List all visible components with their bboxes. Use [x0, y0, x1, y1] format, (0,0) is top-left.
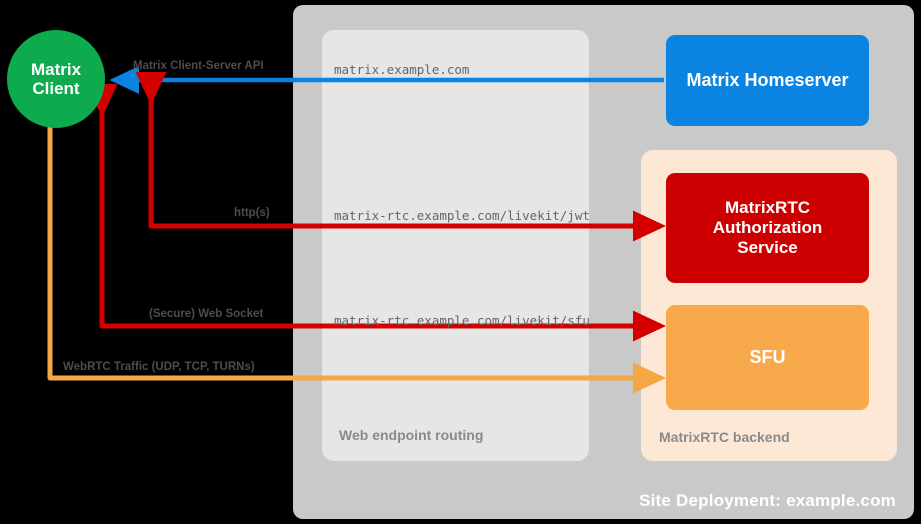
matrix-homeserver-label: Matrix Homeserver — [686, 69, 849, 90]
auth-label-line3: Service — [737, 238, 798, 258]
matrixrtc-backend-label: MatrixRTC backend — [659, 429, 790, 445]
label-secure-websocket: (Secure) Web Socket — [149, 308, 264, 320]
label-webrtc-traffic: WebRTC Traffic (UDP, TCP, TURNs) — [63, 361, 255, 373]
node-matrix-client[interactable]: Matrix Client — [7, 30, 105, 128]
node-sfu[interactable]: SFU — [666, 305, 869, 410]
endpoint-sfu-url: matrix-rtc.example.com/livekit/sfu — [334, 313, 590, 328]
label-https: http(s) — [234, 207, 270, 219]
web-endpoint-routing-container: Web endpoint routing — [322, 30, 589, 461]
web-endpoint-routing-label: Web endpoint routing — [339, 427, 484, 443]
auth-label-line2: Authorization — [712, 217, 823, 237]
authorization-service-label: MatrixRTC Authorization Service — [713, 198, 823, 258]
endpoint-jwt-url: matrix-rtc.example.com/livekit/jwt — [334, 208, 590, 223]
site-deployment-label: Site Deployment: example.com — [639, 491, 896, 510]
sfu-label: SFU — [749, 346, 786, 367]
node-matrixrtc-authorization-service[interactable]: MatrixRTC Authorization Service — [666, 173, 869, 283]
label-matrix-client-server-api: Matrix Client-Server API — [133, 60, 264, 72]
endpoint-homeserver-url: matrix.example.com — [334, 62, 470, 77]
matrix-client-label-line1: Matrix — [30, 59, 82, 79]
auth-label-line1: MatrixRTC — [724, 197, 810, 217]
matrix-client-label-line2: Client — [32, 79, 80, 98]
node-matrix-homeserver[interactable]: Matrix Homeserver — [666, 35, 869, 126]
